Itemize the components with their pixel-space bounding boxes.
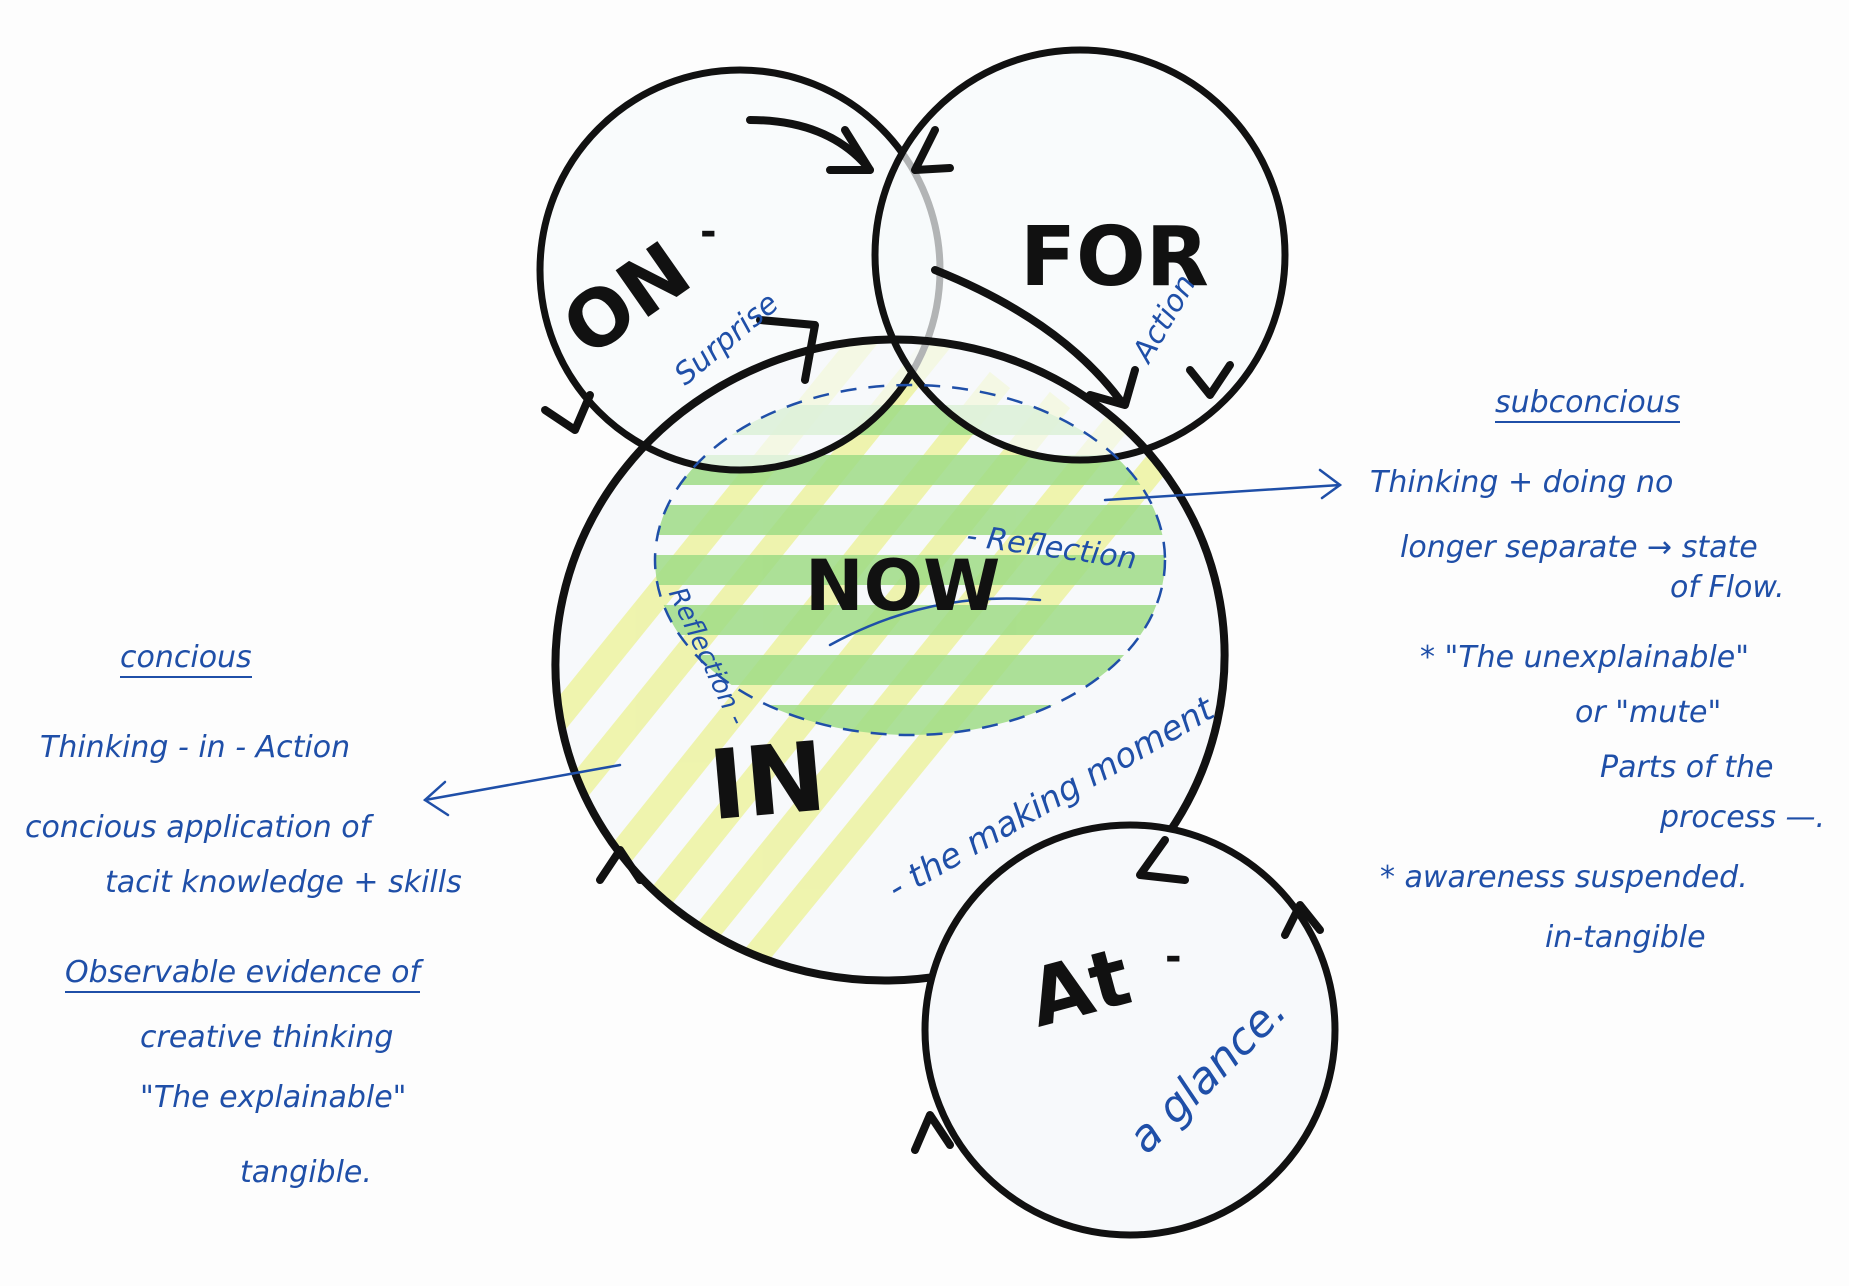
left-note-line-6: "The explainable" [140, 1080, 407, 1115]
arrowhead-in-to-at [1136, 836, 1189, 884]
arrowhead-for-right [1186, 361, 1234, 399]
cycle-arrows [541, 116, 1324, 1154]
at-circle [921, 821, 1339, 1239]
right-note-line-5: or "mute" [1575, 695, 1722, 730]
left-note-line-2: concious application of [25, 810, 371, 845]
arrowhead-at-left [911, 1111, 954, 1154]
now-circle [653, 383, 1167, 737]
arrowhead-at-right [1281, 901, 1324, 939]
right-note-line-1: Thinking + doing no [1370, 465, 1674, 500]
pointer-right [1103, 483, 1342, 502]
left-notes-heading: concious [120, 640, 252, 678]
pointer-left-head [422, 780, 450, 817]
left-note-line-3: tacit knowledge + skills [105, 865, 462, 900]
right-note-line-2: longer separate → state [1400, 530, 1758, 565]
pointer-left [423, 763, 622, 802]
pointer-right-head [1318, 468, 1343, 500]
right-note-line-4: * "The unexplainable" [1420, 640, 1750, 675]
for-circle [871, 46, 1289, 464]
arrowhead-in-left [596, 846, 644, 884]
now-underline-swoosh [828, 597, 1042, 647]
arrowhead-top-for [911, 126, 954, 174]
left-note-line-5: creative thinking [140, 1020, 394, 1055]
note-pointers [422, 468, 1343, 817]
arrowhead-for-to-in [1086, 366, 1139, 409]
left-note-line-4: Observable evidence of [65, 955, 421, 993]
arrow-in-to-on [756, 316, 819, 384]
arrowhead-top-on [826, 126, 874, 174]
arrow-for-to-in [931, 266, 1124, 404]
at-dash: - [1165, 934, 1182, 980]
right-note-line-8: * awareness suspended. [1380, 860, 1748, 895]
right-note-line-6: Parts of the [1600, 750, 1774, 785]
right-notes-heading: subconcious [1495, 385, 1681, 423]
now-label: NOW [805, 545, 1000, 627]
left-note-line-7: tangible. [240, 1155, 372, 1190]
right-note-line-7: process —. [1660, 800, 1826, 835]
right-note-line-9: in-tangible [1545, 920, 1706, 955]
left-note-line-1: Thinking - in - Action [40, 730, 351, 765]
arrowhead-on-left [541, 391, 594, 434]
on-dash: - [700, 209, 717, 255]
for-label: FOR [1020, 210, 1209, 305]
in-label: IN [705, 720, 830, 842]
right-note-line-3: of Flow. [1670, 570, 1785, 605]
